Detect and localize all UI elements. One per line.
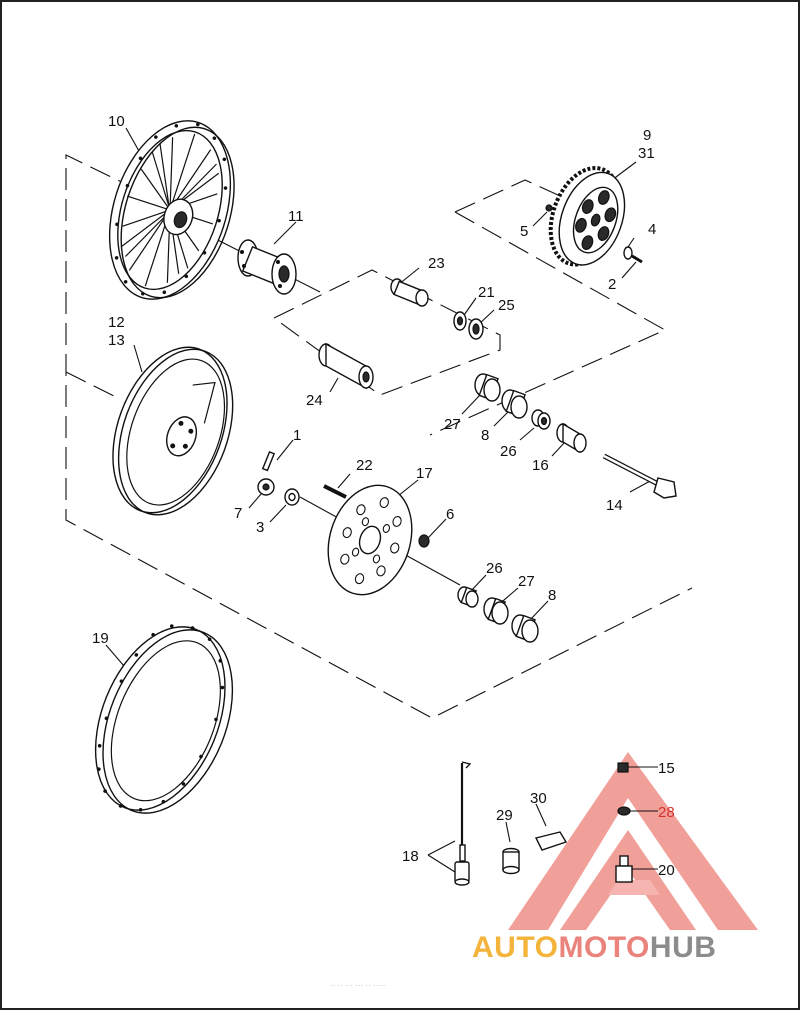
callout-2: 2: [608, 276, 616, 293]
spoke-and-nipple: [454, 761, 472, 886]
valve-cap: [617, 762, 629, 773]
axle-spacer: [390, 278, 429, 307]
valve-stem: [615, 855, 633, 883]
callout-25: 25: [498, 297, 515, 314]
rotor-nut: [418, 534, 430, 548]
wheel-hub: [237, 239, 297, 295]
drive-sprocket: [548, 166, 626, 267]
watermark-auto: AUTO: [472, 931, 558, 964]
callout-15: 15: [658, 760, 675, 777]
callout-7: 7: [234, 505, 242, 522]
sprocket-nut: [545, 204, 553, 212]
callout-16: 16: [532, 457, 549, 474]
cotter-pin: [261, 450, 276, 472]
callout-20: 20: [658, 862, 675, 879]
watermark-wordmark: AUTOMOTOHUB: [472, 931, 716, 964]
sprocket-washer: [623, 246, 633, 260]
callout-31: 31: [638, 145, 655, 162]
callout-17: 17: [416, 465, 433, 482]
valve-nut: [617, 806, 631, 816]
callout-24: 24: [306, 392, 323, 409]
watermark-logo: [508, 752, 758, 930]
brake-rotor: [327, 484, 413, 596]
callout-28: 28: [658, 804, 675, 821]
callout-12: 12: [108, 314, 125, 331]
callout-labels: 10 11 9 31 5 4 2 23 21 25 12 13 24 27 8 …: [92, 113, 675, 879]
callout-22: 22: [356, 457, 373, 474]
callout-23: 23: [428, 255, 445, 272]
axle-assembly: [556, 422, 677, 499]
callout-10: 10: [108, 113, 125, 130]
upper-bearing-stack: [474, 373, 551, 430]
watermark-moto: MOTO: [558, 931, 649, 964]
callout-8-lower: 8: [548, 587, 556, 604]
callout-26-lower: 26: [486, 560, 503, 577]
faint-footer-mark: ·· ·· ··· ··· ·· ·····: [330, 981, 386, 990]
lower-bearing-stack: [457, 586, 539, 643]
callout-26-upper: 26: [500, 443, 517, 460]
disc-wheel: [112, 346, 234, 516]
callout-11: 11: [288, 208, 304, 225]
callout-13: 13: [108, 332, 125, 349]
callout-27-upper: 27: [444, 416, 461, 433]
valve-spacer: [502, 847, 520, 875]
laced-wheel: [108, 120, 235, 300]
callout-5: 5: [520, 223, 528, 240]
callout-29: 29: [496, 807, 513, 824]
rotor-bolt: [323, 484, 347, 499]
callout-8-upper: 8: [481, 427, 489, 444]
callout-4: 4: [648, 221, 656, 238]
callout-9: 9: [643, 127, 651, 144]
callout-19: 19: [92, 630, 109, 647]
callout-18: 18: [402, 848, 419, 865]
callout-6: 6: [446, 506, 454, 523]
callout-21: 21: [478, 284, 495, 301]
callout-14: 14: [606, 497, 623, 514]
callout-27-lower: 27: [518, 573, 535, 590]
callout-1: 1: [293, 427, 301, 444]
hub-sleeve: [318, 342, 374, 390]
balance-weight: [534, 831, 568, 851]
callout-30: 30: [530, 790, 547, 807]
wheel-rim: [94, 624, 234, 814]
watermark-hub: HUB: [650, 931, 717, 964]
sprocket-bolt: [631, 254, 643, 264]
callout-3: 3: [256, 519, 264, 536]
